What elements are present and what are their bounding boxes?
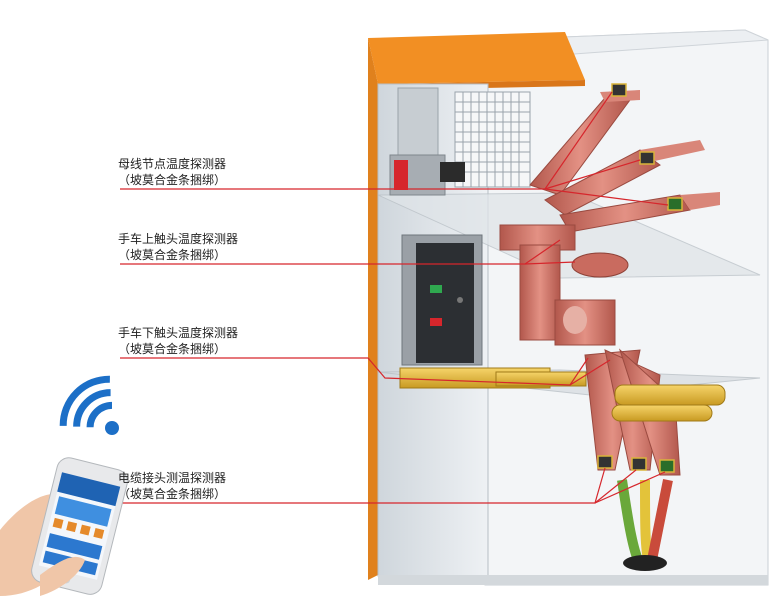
leader-lines — [120, 91, 669, 504]
sensor-busbar-2 — [639, 151, 655, 165]
sensor-cable-2 — [631, 457, 647, 471]
cabinet-top-frame — [368, 32, 585, 84]
temperature-sensors — [597, 83, 683, 473]
sensor-busbar-1 — [611, 83, 627, 97]
sensor-cable-3 — [659, 459, 675, 473]
label-title: 母线节点温度探测器 — [118, 157, 227, 171]
label-subtitle: （坡莫合金条捆绑） — [118, 342, 227, 356]
label-title: 手车下触头温度探测器 — [118, 326, 239, 340]
instrument-compartment — [389, 87, 465, 196]
label-subtitle: （坡莫合金条捆绑） — [118, 248, 227, 262]
cable-compartment — [584, 348, 726, 571]
label-subtitle: （坡莫合金条捆绑） — [118, 487, 227, 501]
label-subtitle: （坡莫合金条捆绑） — [118, 173, 227, 187]
ventilation-mesh — [454, 91, 531, 188]
sensor-busbar-3 — [667, 197, 683, 211]
sensor-cable-1 — [597, 455, 613, 469]
label-title: 电缆接头测温探测器 — [118, 471, 227, 485]
wifi-icon — [59, 375, 119, 435]
label-title: 手车上触头温度探测器 — [118, 232, 239, 246]
busbars — [499, 90, 720, 346]
smartphone-icon — [0, 457, 128, 596]
label-upper-contact-sensor: 手车上触头温度探测器 （坡莫合金条捆绑） — [118, 231, 238, 263]
label-cable-sensor: 电缆接头测温探测器 （坡莫合金条捆绑） — [118, 470, 226, 502]
circuit-breaker — [399, 234, 587, 389]
label-busbar-sensor: 母线节点温度探测器 （坡莫合金条捆绑） — [118, 156, 226, 188]
label-lower-contact-sensor: 手车下触头温度探测器 （坡莫合金条捆绑） — [118, 325, 238, 357]
